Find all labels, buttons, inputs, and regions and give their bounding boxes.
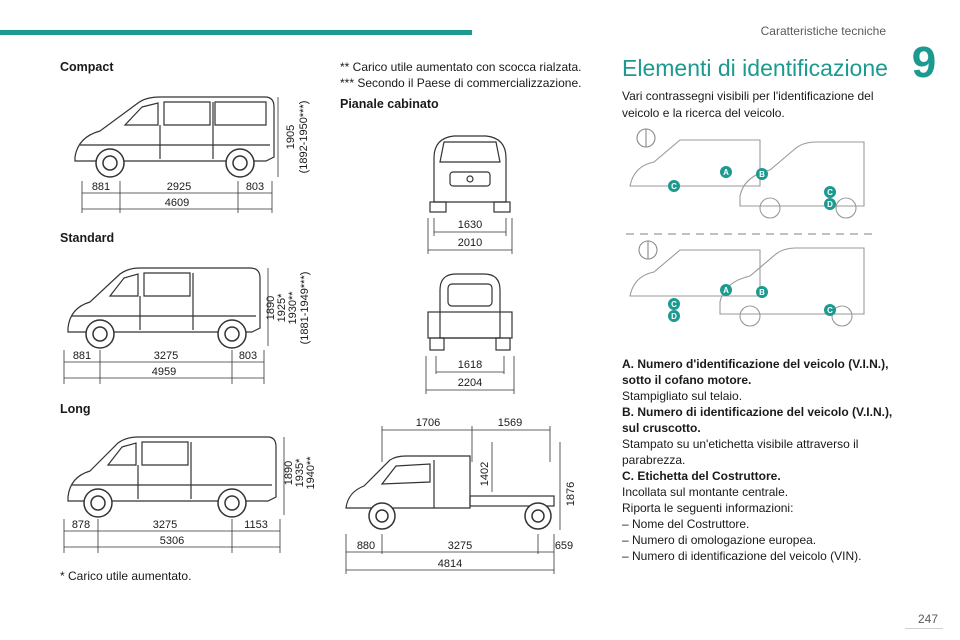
- standard-total-dim: 4959: [152, 366, 176, 378]
- chassis-front-dim: 880: [357, 540, 375, 552]
- chassis-rear-dim: 659: [555, 540, 573, 552]
- bullet-vin: – Numero di identificazione del veicolo …: [622, 549, 862, 563]
- standard-h1-dim: 1890: [265, 296, 277, 320]
- rear-track-dim: 1618: [458, 359, 482, 371]
- compact-front-dim: 881: [92, 181, 110, 193]
- standard-rear-dim: 803: [239, 350, 257, 362]
- identification-illustration: A B C C D A B C D C: [620, 126, 882, 346]
- standard-h2-dim: 1925*: [276, 293, 288, 322]
- badge-d: D: [827, 200, 833, 209]
- badge-c: C: [671, 300, 677, 309]
- long-total-dim: 5306: [160, 535, 184, 547]
- badge-a: A: [723, 168, 729, 177]
- badge-a: A: [723, 286, 729, 295]
- rear-width-dim: 2204: [458, 377, 482, 389]
- cab-length-dim: 1706: [416, 417, 440, 429]
- pianale-title: Pianale cabinato: [340, 97, 439, 111]
- compact-height-dim: 1905: [285, 125, 297, 149]
- badge-b: B: [759, 170, 765, 179]
- badge-c: C: [671, 182, 677, 191]
- standard-title: Standard: [60, 231, 115, 245]
- bed-length-dim: 1569: [498, 417, 522, 429]
- item-a-heading: A. Numero d'identificazione del veicolo …: [622, 357, 889, 387]
- compact-title: Compact: [60, 60, 114, 74]
- page-number-rule: [905, 628, 943, 629]
- front-width-dim: 2010: [458, 237, 482, 249]
- bullet-manufacturer: – Nome del Costruttore.: [622, 517, 750, 531]
- badge-c: C: [827, 188, 833, 197]
- standard-van-figure: 881 3275 803 4959 1890 1925* 1930** (188…: [60, 256, 320, 388]
- page-number: 247: [917, 612, 938, 626]
- standard-wheelbase-dim: 3275: [154, 350, 178, 362]
- item-c-heading: C. Etichetta del Costruttore.: [622, 469, 781, 483]
- long-title: Long: [60, 402, 91, 416]
- standard-front-dim: 881: [73, 350, 91, 362]
- footnote-triple: *** Secondo il Paese di commercializzazi…: [340, 76, 582, 90]
- compact-total-dim: 4609: [165, 197, 189, 209]
- compact-van-figure: 881 2925 803 4609 1905 (1892-1950***): [60, 85, 320, 217]
- list-intro: Riporta le seguenti informazioni:: [622, 501, 794, 515]
- badge-d: D: [671, 312, 677, 321]
- item-a-text: Stampigliato sul telaio.: [622, 389, 743, 403]
- badge-b: B: [759, 288, 765, 297]
- chassis-total-dim: 4814: [438, 558, 462, 570]
- long-h2-dim: 1935*: [294, 458, 306, 487]
- compact-height-alt-dim: (1892-1950***): [298, 101, 310, 174]
- front-view-figure: 1630 2010: [420, 128, 520, 256]
- chassis-wheelbase-dim: 3275: [448, 540, 472, 552]
- compact-wheelbase-dim: 2925: [167, 181, 191, 193]
- chapter-number: 9: [911, 38, 937, 87]
- identification-intro: Vari contrassegni visibili per l'identif…: [622, 89, 874, 120]
- rear-view-figure: 1618 2204: [420, 268, 520, 396]
- item-b-text: Stampato su un'etichetta visibile attrav…: [622, 437, 859, 467]
- long-wheelbase-dim: 3275: [153, 519, 177, 531]
- item-c-text: Incollata sul montante centrale.: [622, 485, 789, 499]
- long-front-dim: 878: [72, 519, 90, 531]
- section-title: Caratteristiche tecniche: [760, 24, 886, 38]
- identification-list: A. Numero d'identificazione del veicolo …: [622, 356, 902, 564]
- front-track-dim: 1630: [458, 219, 482, 231]
- long-h1-dim: 1890: [283, 461, 295, 485]
- bed-height-dim: 1402: [479, 462, 491, 486]
- badge-c: C: [827, 306, 833, 315]
- footnote-single: * Carico utile aumentato.: [60, 569, 192, 583]
- long-h3-dim: 1940**: [305, 456, 317, 490]
- identification-title: Elementi di identificazione: [622, 55, 888, 81]
- item-b-heading: B. Numero di identificazione del veicolo…: [622, 405, 893, 435]
- standard-h3-dim: 1930**: [287, 291, 299, 325]
- bullet-homologation: – Numero di omologazione europea.: [622, 533, 817, 547]
- long-van-figure: 878 3275 1153 5306 1890 1935* 1940**: [60, 425, 320, 557]
- total-height-dim: 1876: [565, 482, 577, 506]
- long-rear-dim: 1153: [244, 519, 268, 531]
- compact-rear-dim: 803: [246, 181, 264, 193]
- chassis-cab-figure: 1706 1569 1402 1876 880 3275 659 4814: [342, 412, 602, 578]
- standard-h4-dim: (1881-1949***): [299, 272, 311, 345]
- footnote-double: ** Carico utile aumentato con scocca ria…: [340, 60, 582, 74]
- header-accent-bar: [0, 30, 472, 35]
